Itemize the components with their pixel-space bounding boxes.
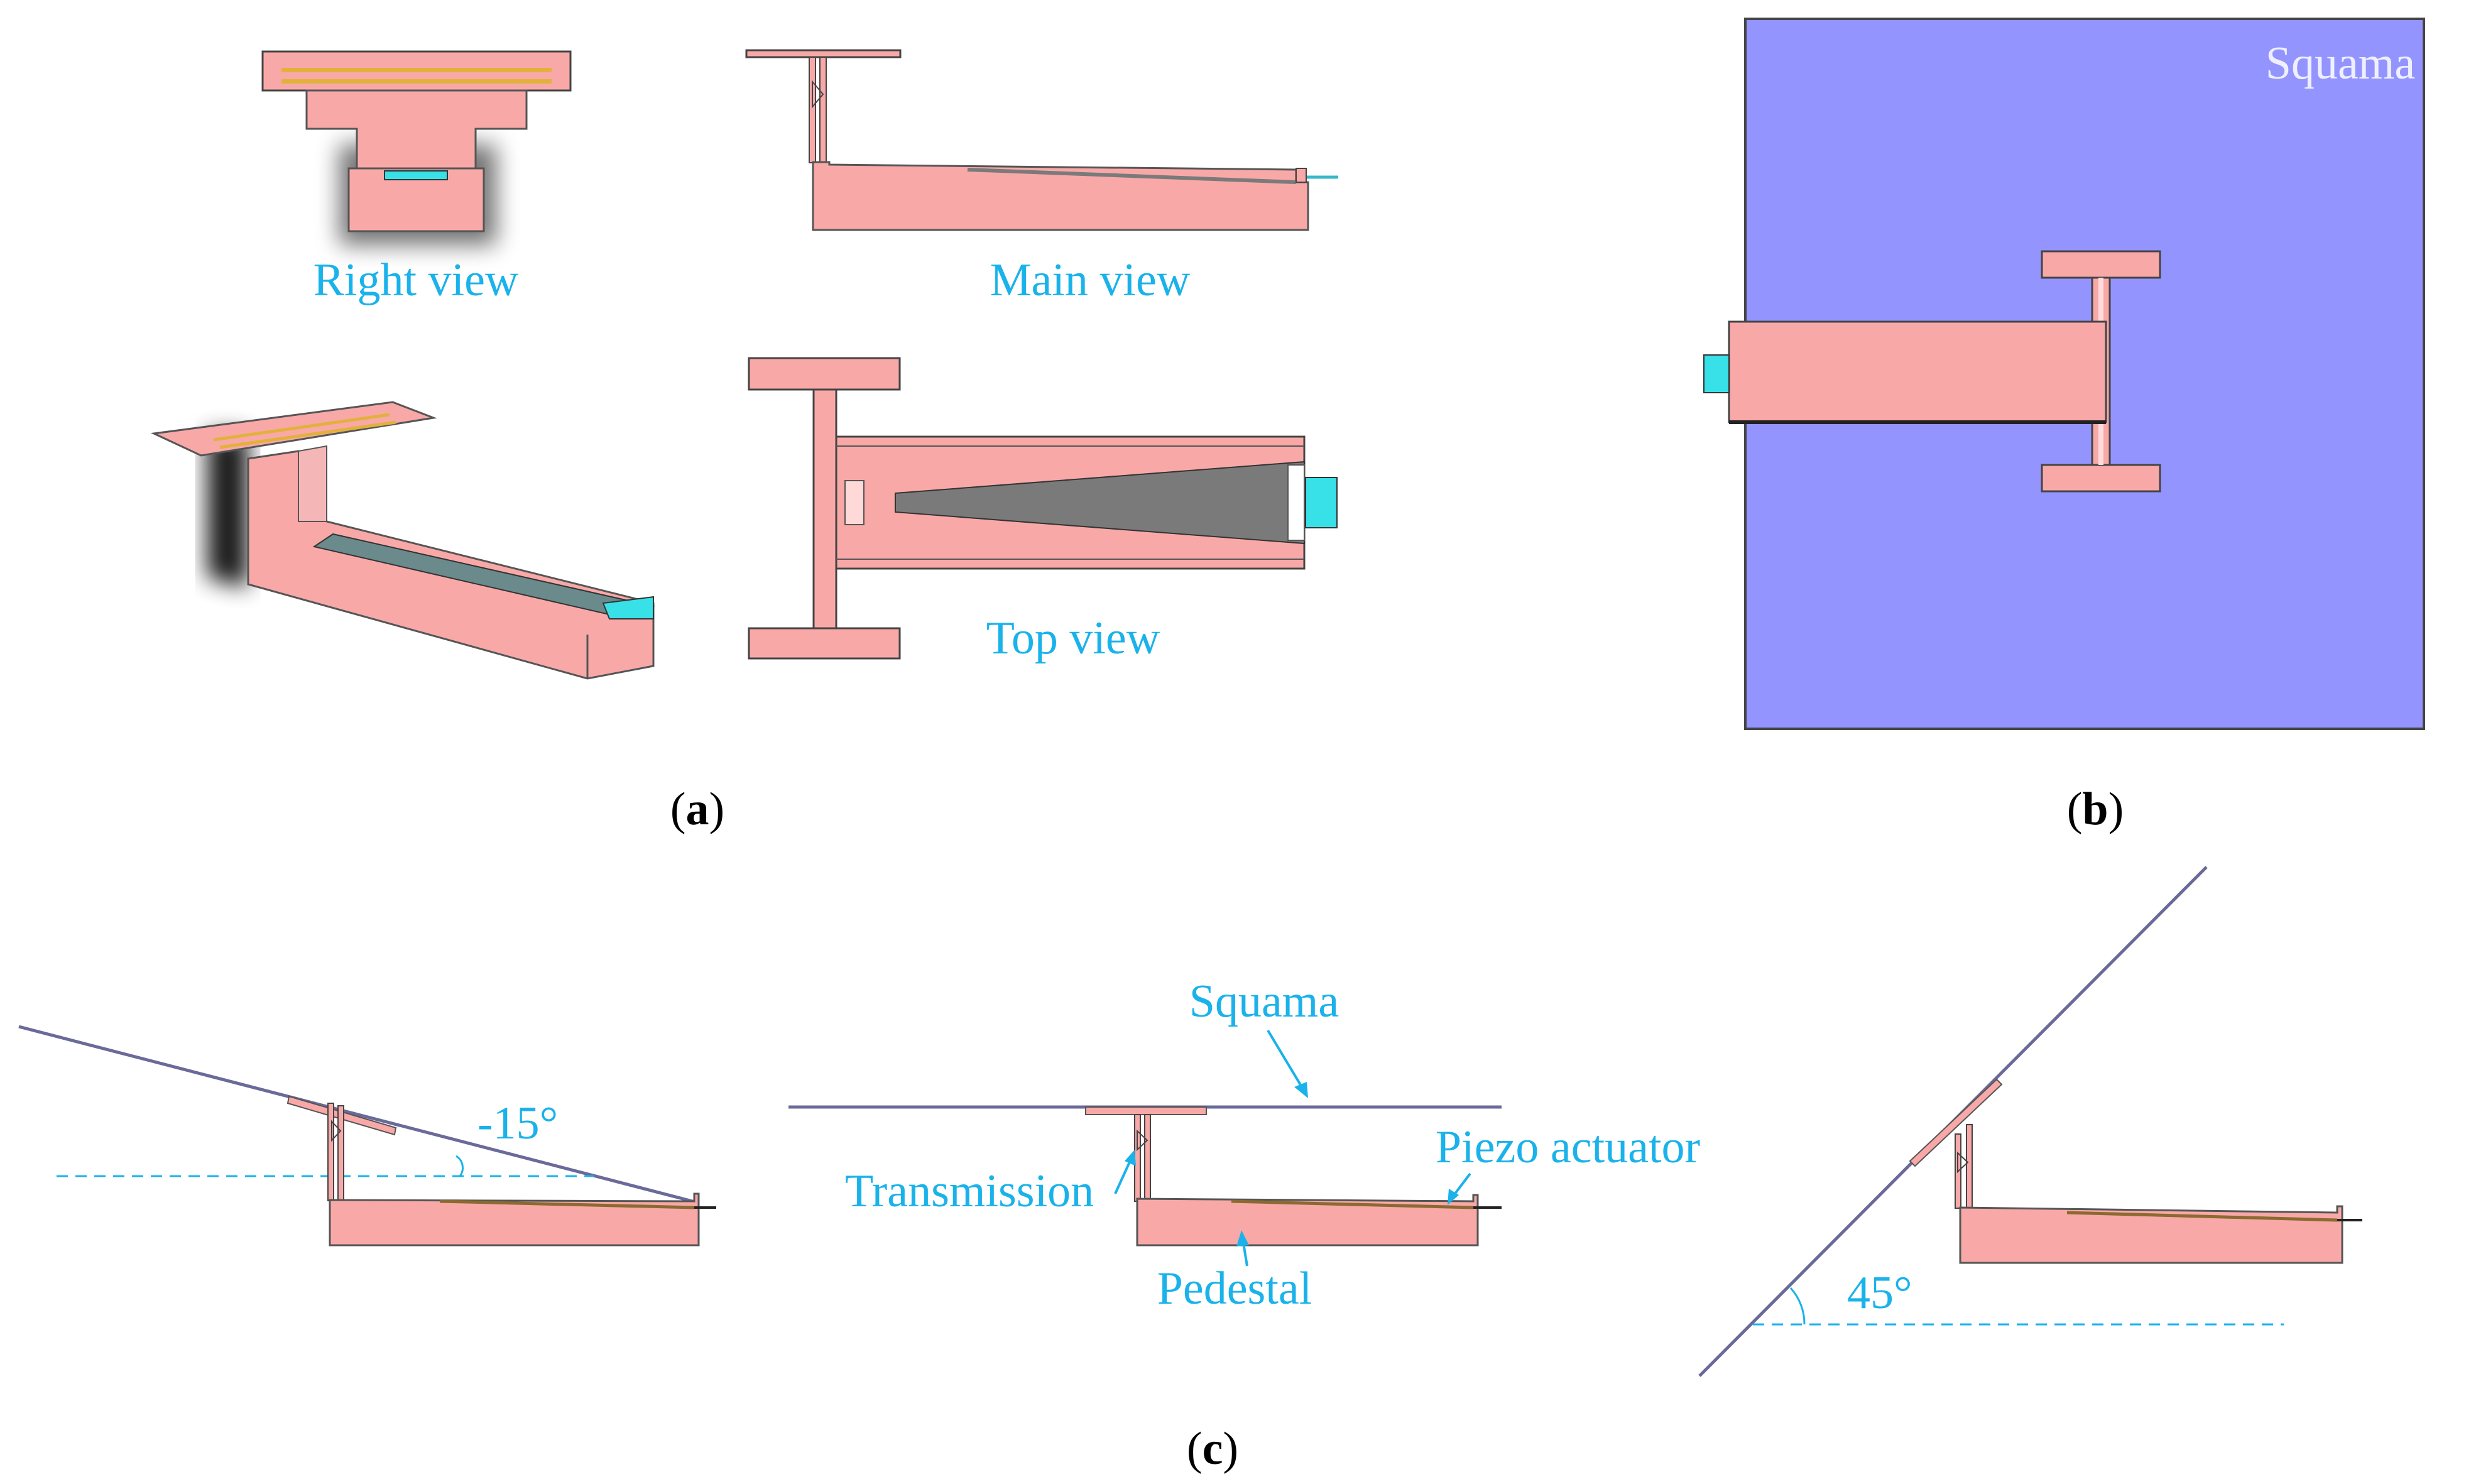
pedestal-label: Pedestal <box>1157 1263 1312 1314</box>
squama-line-left <box>18 1025 698 1204</box>
panel-b: Squama (b) <box>1703 18 2425 835</box>
panel-c-caption: (c) <box>1187 1423 1238 1475</box>
config-plus-45: 45° <box>1698 866 2362 1377</box>
squama-label-c: Squama <box>1189 976 1339 1027</box>
angle-label-right: 45° <box>1847 1267 1912 1319</box>
angle-arc-left <box>455 1155 464 1177</box>
angle-label-left: -15° <box>477 1098 558 1149</box>
transmission-label: Transmission <box>845 1165 1094 1217</box>
config-minus-15: -15° <box>18 1025 716 1247</box>
squama-label-b: Squama <box>2266 38 2415 89</box>
top-view-label: Top view <box>986 613 1160 664</box>
main-view-drawing <box>745 49 1338 231</box>
isometric-view-drawing <box>150 401 655 680</box>
transmission-pointer <box>1114 1159 1132 1194</box>
panel-a: Right view Main view <box>150 49 1338 835</box>
main-view-label: Main view <box>990 254 1191 306</box>
panel-b-caption: (b) <box>2067 783 2124 835</box>
config-zero: Squama Transmission Piezo actuator Pedes… <box>788 976 1700 1314</box>
squama-pointer <box>1267 1029 1305 1091</box>
device-top-view-b <box>1703 250 2161 493</box>
angle-arc-right <box>1789 1287 1806 1325</box>
right-view-drawing <box>261 50 572 245</box>
right-view-label: Right view <box>314 254 519 306</box>
top-view-drawing <box>748 357 1338 660</box>
piezo-actuator-label: Piezo actuator <box>1436 1121 1700 1173</box>
panel-a-caption: (a) <box>670 783 724 835</box>
panel-c: -15° Squama Transmission Piezo actuator … <box>18 866 2362 1475</box>
